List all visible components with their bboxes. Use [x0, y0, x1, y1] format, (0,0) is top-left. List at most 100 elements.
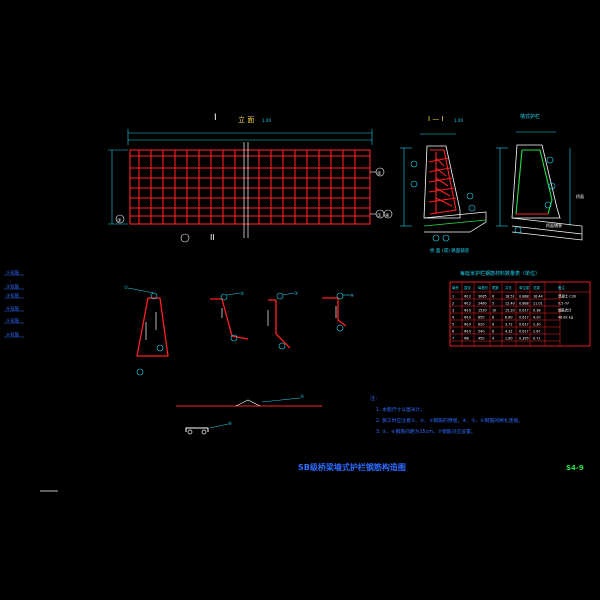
section-2-side-label: 桥面 [576, 193, 584, 199]
legend-item-6: ⑥号筋 [6, 331, 20, 338]
elevation-view: I 立 面 1:20 [108, 113, 393, 243]
table-cell: 620 [478, 323, 484, 327]
section-2-bottom-label: 桥面铺装 [546, 222, 562, 228]
callout-label-4: ④ [385, 213, 390, 219]
detail-label-2: ② [240, 291, 244, 297]
table-cell: 12.40 [505, 302, 515, 306]
table-cell: 6 [492, 323, 494, 327]
legend-item-2: ②号筋 [6, 283, 20, 290]
rebar-detail-1: ① [124, 285, 169, 376]
elevation-rebar-mesh [129, 149, 371, 225]
section-1-concrete-outline [423, 145, 461, 219]
section-1-scale: 1:20 [454, 118, 463, 123]
table-cell: 0.888 [519, 295, 529, 299]
table-cell: 8 [492, 316, 494, 320]
section-2-dimensions [496, 131, 571, 227]
table-cell: 3.72 [505, 323, 513, 327]
detail-label-5: ⑤ [300, 394, 304, 400]
table-cell: 2 [452, 302, 454, 306]
section-1-view: I — I 1:20 [400, 115, 487, 254]
table-cell: 4 [452, 316, 454, 320]
section-1-callouts [410, 160, 476, 242]
section-1-title: I — I [428, 115, 444, 123]
table-cell: Φ10 [464, 330, 471, 334]
quantity-table-title: 每延米护栏钢筋材料数量表（单位） [460, 270, 540, 277]
table-cell: Φ10 [464, 316, 471, 320]
table-header-cell: 单位重 [519, 285, 530, 290]
table-cell: 18.51 [505, 295, 515, 299]
rebar-detail-3: ③ [267, 291, 298, 350]
table-cell: Φ8 [464, 337, 469, 341]
rebar-detail-5: ⑤ [176, 394, 322, 407]
table-cell: 450 [478, 337, 484, 341]
callout-label-1: ① [377, 213, 382, 219]
notes-line-2: 2. 施工时应注意①、②、③钢筋的预埋，④、⑤、⑥钢筋的绑扎连接。 [376, 417, 523, 424]
table-cell: Φ12 [464, 302, 471, 306]
table-cell: 0.617 [519, 309, 529, 313]
table-cell: 6 [452, 330, 454, 334]
section-2-view: 墙式护栏 桥面铺装 桥面 [496, 113, 584, 241]
table-header-cell: 每根长 [478, 285, 489, 290]
elevation-mark-top: I [214, 113, 217, 123]
table-cell: 46.62 kg [558, 316, 573, 320]
section-1-deck [423, 211, 487, 233]
table-cell: 0.888 [519, 302, 529, 306]
table-cell: 8 [492, 330, 494, 334]
table-cell: 16.44 [533, 295, 543, 299]
section-2-callouts [514, 156, 556, 234]
rebar-detail-6: ⑥ [185, 421, 232, 435]
table-cell: 4.20 [533, 316, 541, 320]
table-cell: 1520 [478, 309, 487, 313]
drawing-title: SB级桥梁墙式护栏钢筋构造图 [298, 462, 406, 472]
table-cell: 4 [492, 337, 494, 341]
section-1-rebar [428, 149, 457, 215]
rebar-legend [4, 274, 24, 338]
elevation-title-scale: 1:20 [262, 118, 271, 123]
table-cell: 0.5 m³ [558, 302, 570, 306]
callout-label-2: ② [377, 171, 382, 177]
table-header-cell: 总重 [533, 285, 540, 290]
table-cell: 1 [452, 295, 454, 299]
table-cell: 0.617 [519, 330, 529, 334]
detail-label-4: ④ [350, 293, 354, 299]
table-header-cell: 备注 [558, 285, 565, 290]
section-2-title: 墙式护栏 [520, 113, 540, 120]
table-cell: Φ10 [464, 309, 471, 313]
table-cell: 混凝土 C30 [558, 294, 576, 299]
table-cell: 3085 [478, 295, 487, 299]
section-2-concrete-outline [511, 144, 561, 219]
table-cell: Φ10 [464, 323, 471, 327]
table-cell: 540 [478, 330, 484, 334]
rebar-detail-2: ② [210, 291, 249, 342]
table-cell: 0.617 [519, 316, 529, 320]
detail-label-6: ⑥ [228, 421, 232, 427]
section-2-deck [511, 217, 583, 241]
table-cell: 0.71 [533, 337, 541, 341]
legend-item-5: ⑤号筋 [6, 317, 20, 324]
elevation-left-dimension [108, 149, 128, 225]
table-header-cell: 根数 [492, 285, 499, 290]
detail-label-1: ① [124, 285, 128, 291]
elevation-callouts [115, 167, 393, 243]
legend-item-4: ④号筋 [6, 305, 20, 312]
table-cell: 4.32 [505, 330, 513, 334]
notes-heading: 注： [370, 395, 380, 402]
detail-label-3: ③ [294, 291, 298, 297]
table-cell: 7 [452, 337, 454, 341]
table-cell: 2.30 [533, 323, 541, 327]
callout-label-3: ③ [117, 218, 121, 224]
notes-line-3: 3. ⑤、⑥钢筋间距为15cm，⑦钢筋对应设置。 [376, 428, 476, 435]
elevation-title: 立 面 [238, 115, 254, 124]
table-header-cell: 直径 [464, 285, 471, 290]
elevation-mark-bottom: II [210, 233, 215, 242]
table-cell: 9.38 [533, 309, 541, 313]
section-1-note: 桥 面 (或) 路面铺装 [430, 247, 470, 254]
elevation-section-cut [243, 142, 249, 238]
table-cell: 2.67 [533, 330, 541, 334]
table-cell: 5 [452, 323, 454, 327]
table-cell: 0.395 [519, 337, 529, 341]
table-cell: 3 [452, 309, 454, 313]
notes-line-1: 1. 本图尺寸以厘米计。 [376, 406, 425, 413]
